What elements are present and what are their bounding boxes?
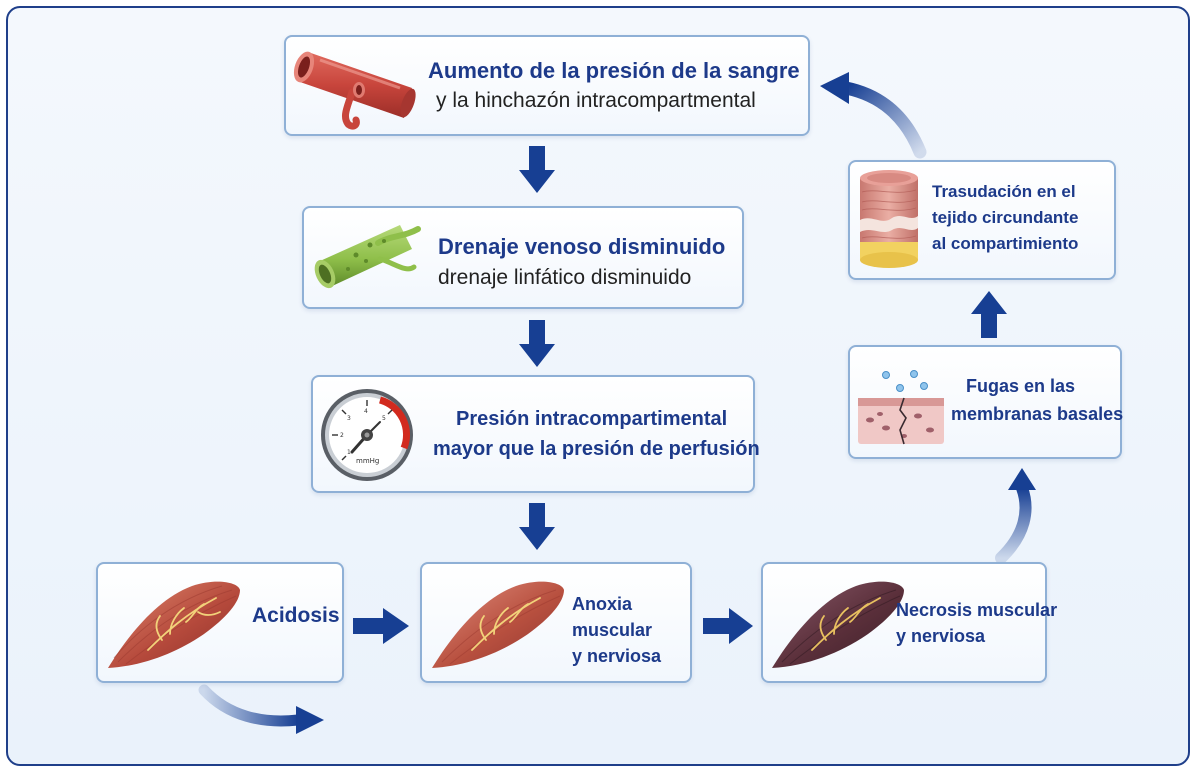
gauge-unit-label: mmHg xyxy=(356,457,379,465)
membrane-leak-line1: Fugas en las xyxy=(966,376,1076,396)
svg-text:5: 5 xyxy=(382,415,386,422)
arrow-curve-bottom xyxy=(198,684,324,734)
anoxia-line1: Anoxia xyxy=(572,594,633,614)
svg-text:3: 3 xyxy=(347,415,351,422)
muscle-icon xyxy=(432,581,564,668)
arrow-down-3 xyxy=(519,503,555,550)
blood-pressure-title: Aumento de la presión de la sangre xyxy=(428,58,800,83)
muscle-icon xyxy=(108,581,240,668)
pressure-line1: Presión intracompartimental xyxy=(456,408,728,430)
transudation-line3: al compartimiento xyxy=(932,234,1079,253)
necrosis-line1: Necrosis muscular xyxy=(896,600,1058,620)
arrow-curve-top xyxy=(820,72,927,159)
tissue-cylinder-icon xyxy=(860,170,918,268)
arrow-right-1 xyxy=(353,608,409,644)
blood-pressure-subtitle: y la hinchazón intracompartmental xyxy=(436,89,756,112)
pressure-gauge-icon: 4 3 2 1 5 mmHg xyxy=(321,389,413,481)
lymph-vessel-icon xyxy=(314,225,421,289)
venous-drainage-subtitle: drenaje linfático disminuido xyxy=(438,266,692,289)
transudation-line1: Trasudación en el xyxy=(932,182,1076,201)
membrane-leak-line2: membranas basales xyxy=(951,404,1124,424)
svg-text:2: 2 xyxy=(340,432,344,439)
arrow-down-1 xyxy=(519,146,555,193)
anoxia-line2: muscular xyxy=(572,620,653,640)
basement-membrane-icon xyxy=(858,370,944,445)
acidosis-label: Acidosis xyxy=(252,604,340,627)
anoxia-line3: y nerviosa xyxy=(572,646,662,666)
transudation-line2: tejido circundante xyxy=(932,208,1079,227)
blood-vessel-icon xyxy=(293,51,416,130)
node-anoxia xyxy=(420,562,692,683)
pressure-line2: mayor que la presión de perfusión xyxy=(433,438,760,460)
svg-text:4: 4 xyxy=(364,408,368,415)
necrotic-muscle-icon xyxy=(772,581,904,668)
arrow-curve-right xyxy=(995,468,1036,564)
venous-drainage-title: Drenaje venoso disminuido xyxy=(438,234,726,259)
svg-text:1: 1 xyxy=(347,449,351,456)
arrow-right-2 xyxy=(703,608,753,644)
arrow-up-1 xyxy=(971,291,1007,338)
necrosis-line2: y nerviosa xyxy=(896,626,986,646)
arrow-down-2 xyxy=(519,320,555,367)
